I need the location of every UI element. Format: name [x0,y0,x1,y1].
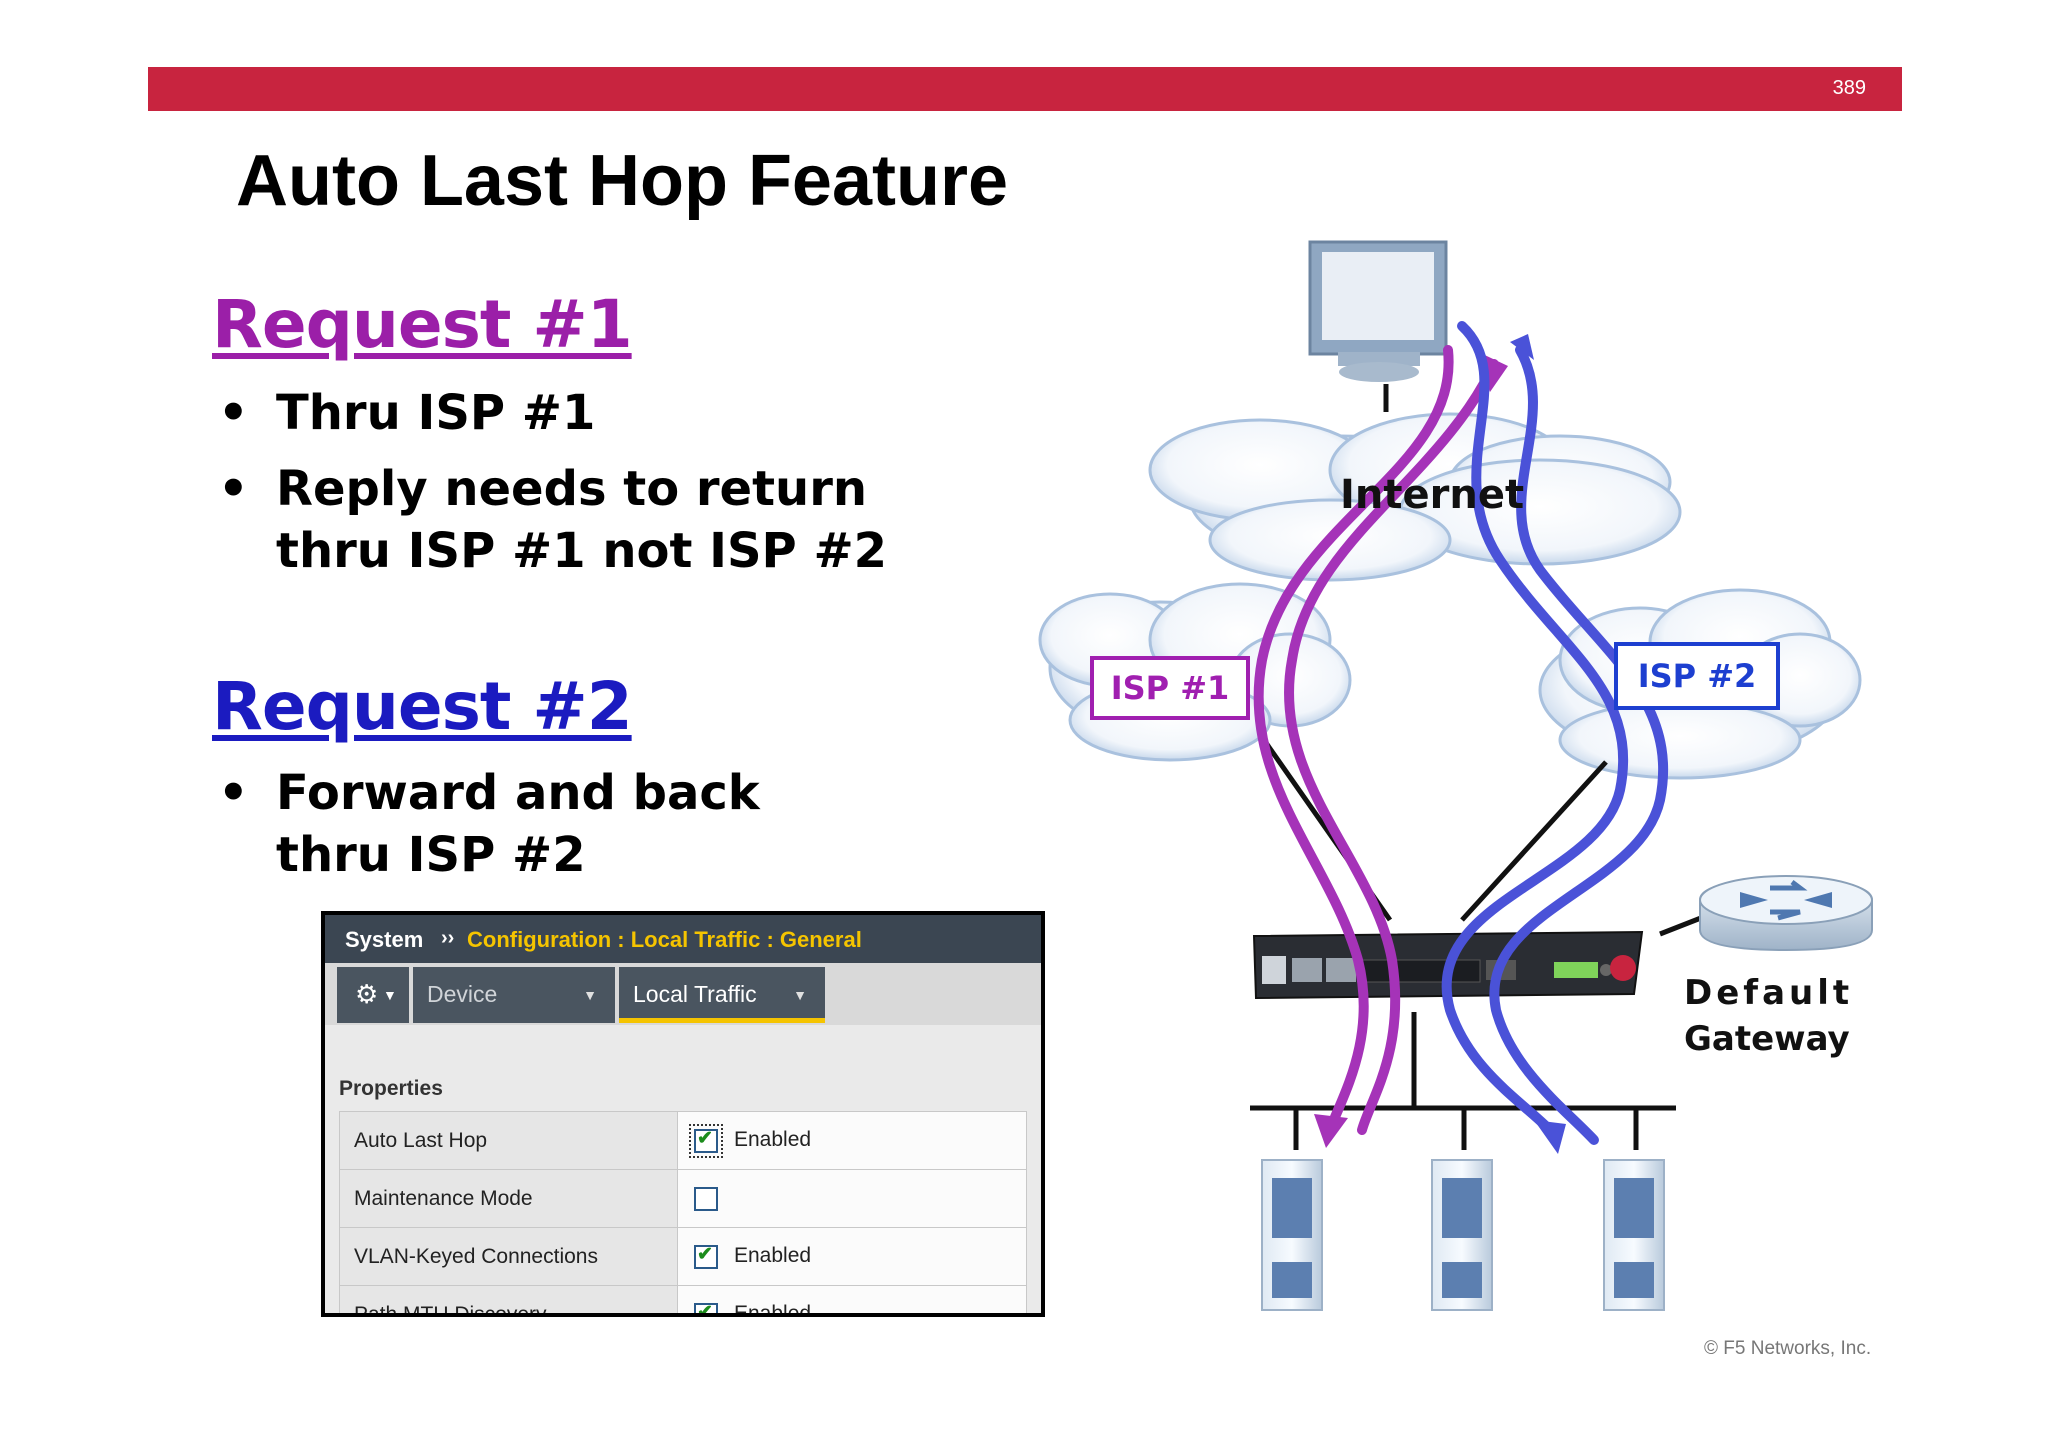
table-row: Path MTU Discovery Enabled [339,1285,1027,1317]
request2-path-arrows [1441,321,1669,1145]
isp1-label-box: ISP #1 [1090,656,1250,720]
property-value [677,1169,1027,1228]
table-row: VLAN-Keyed Connections Enabled [339,1227,1027,1286]
property-value: Enabled [677,1285,1027,1317]
page-number: 389 [1832,77,1866,99]
gear-menu-button[interactable]: ⚙ ▼ [337,967,409,1023]
internet-cloud-icon [1148,412,1682,582]
checkbox-label: Enabled [734,1244,812,1268]
caret-down-icon: ▼ [383,987,397,1003]
properties-label: Properties [339,1077,443,1100]
router-icon [1699,875,1873,952]
table-row: Maintenance Mode [339,1169,1027,1228]
copyright-notice: © F5 Networks, Inc. [1704,1338,1872,1359]
property-value: Enabled [677,1111,1027,1170]
bullet-dot: • [218,461,249,517]
arrowhead-icon [1510,334,1534,360]
header-bar: 389 [148,67,1902,111]
internet-label: Internet [1340,472,1525,518]
request1-path-arrows [1253,345,1499,1135]
property-name: Auto Last Hop [339,1111,678,1170]
gateway-label-line2: Gateway [1684,1019,1850,1059]
bullet-text: Forward and back [276,765,760,821]
bullet-text: Reply needs to return [276,461,868,517]
bullet-item: • Reply needs to return thru ISP #1 not IS… [212,458,887,582]
request1-heading: Request #1 [212,286,633,363]
bullet-item: • Forward and back thru ISP #2 [212,762,760,886]
f5-config-panel: System ›› Configuration : Local Traffic … [321,911,1045,1317]
bullet-text-continued: thru ISP #2 [276,827,586,883]
bullet-text: Thru ISP #1 [276,385,596,441]
bullet-item: • Thru ISP #1 [212,382,887,444]
breadcrumb-separator: ›› [441,927,455,949]
table-row: Auto Last Hop Enabled [339,1111,1027,1170]
server-icon-3 [1603,1159,1665,1311]
caret-down-icon: ▼ [583,987,597,1003]
auto-last-hop-checkbox[interactable] [689,1123,723,1158]
property-value: Enabled [677,1227,1027,1286]
tab-device[interactable]: Device ▼ [413,967,615,1023]
tab-label: Device [427,981,498,1007]
request2-heading: Request #2 [212,668,633,745]
bullet-text-continued: thru ISP #1 not ISP #2 [276,523,888,579]
arrowhead-icon [1534,1120,1566,1154]
path-mtu-checkbox[interactable] [694,1301,718,1313]
maintenance-mode-checkbox[interactable] [694,1186,718,1211]
tab-label: Local Traffic [633,981,757,1007]
request2-bullets: • Forward and back thru ISP #2 [212,762,760,900]
checkbox-label: Enabled [734,1302,812,1317]
gear-icon: ⚙ [355,979,379,1009]
caret-down-icon: ▼ [793,987,807,1003]
panel-breadcrumb-bar: System ›› Configuration : Local Traffic … [325,915,1041,963]
arrowhead-icon [1314,1114,1348,1148]
property-name: Maintenance Mode [339,1169,678,1228]
server-icon-1 [1261,1159,1323,1311]
breadcrumb-system[interactable]: System [345,927,424,952]
default-gateway-label: Default Gateway [1684,970,1853,1062]
bullet-dot: • [218,385,249,441]
tab-local-traffic[interactable]: Local Traffic ▼ [619,967,825,1023]
vlan-keyed-checkbox[interactable] [694,1243,718,1269]
server-icon-2 [1431,1159,1493,1311]
breadcrumb-path: Configuration : Local Traffic : General [467,927,862,952]
computer-monitor-icon [1308,240,1448,412]
properties-table: Auto Last Hop Enabled Maintenance Mode V… [339,1111,1027,1317]
bullet-dot: • [218,765,249,821]
property-name: VLAN-Keyed Connections [339,1227,678,1286]
request1-bullets: • Thru ISP #1 • Reply needs to return thru … [212,382,887,596]
isp2-label-box: ISP #2 [1614,642,1780,710]
gateway-label-line1: Default [1684,973,1854,1013]
slide-title: Auto Last Hop Feature [236,141,1009,221]
checkbox-label: Enabled [734,1128,812,1152]
property-name: Path MTU Discovery [339,1285,678,1313]
